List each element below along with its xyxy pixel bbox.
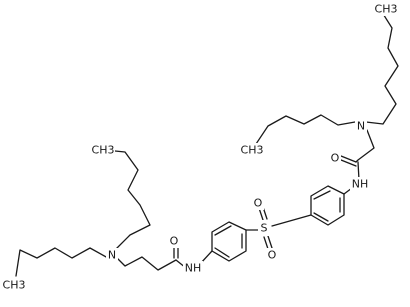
amine-n-right-label: N (357, 120, 365, 133)
amide-nh-right-label: NH (352, 178, 369, 191)
ch3-top-label: CH3 (375, 3, 398, 16)
ring-sulfur-bond-right (271, 214, 312, 227)
amine-n-left-label: N (108, 249, 116, 262)
sulfonyl-o-top-label: O (254, 197, 263, 210)
hexyl-chain-upper-left (104, 149, 151, 250)
benzene-ring-right-double-1 (313, 190, 331, 200)
ch3-upper-left-label: CH3 (92, 144, 115, 157)
sulfonyl-bond-bottom-1 (267, 235, 273, 249)
propanamide-linker-right (355, 129, 375, 163)
ch3-bottom-label: CH3 (3, 279, 26, 292)
hexyl-chain-lower-left (15, 247, 109, 277)
hexyl-chain-middle-right (251, 114, 356, 151)
sulfonyl-o-bottom-label: O (268, 249, 277, 262)
benzene-ring-right-double-2 (313, 212, 329, 222)
carbonyl-bond-right-1 (340, 155, 357, 163)
bonds (15, 8, 399, 277)
ch3-middle-label: CH3 (241, 144, 264, 157)
carbonyl-o-right-label: O (331, 152, 340, 165)
propanamide-linker-left (114, 255, 177, 271)
hexyl-chain-upper-right (365, 8, 399, 125)
amide-nh-left-label: NH (185, 262, 202, 275)
atom-labels: CH3 CH3 N O NH S O O O NH N CH3 CH3 (2, 2, 398, 292)
benzene-ring-left-double-1 (214, 225, 232, 236)
sulfur-label: S (261, 222, 268, 235)
carbonyl-o-left-label: O (170, 235, 179, 248)
carbonyl-bond-right-2 (340, 159, 357, 167)
benzene-ring-left-double-2 (214, 247, 230, 258)
sulfonyl-bond-bottom-2 (263, 236, 269, 250)
